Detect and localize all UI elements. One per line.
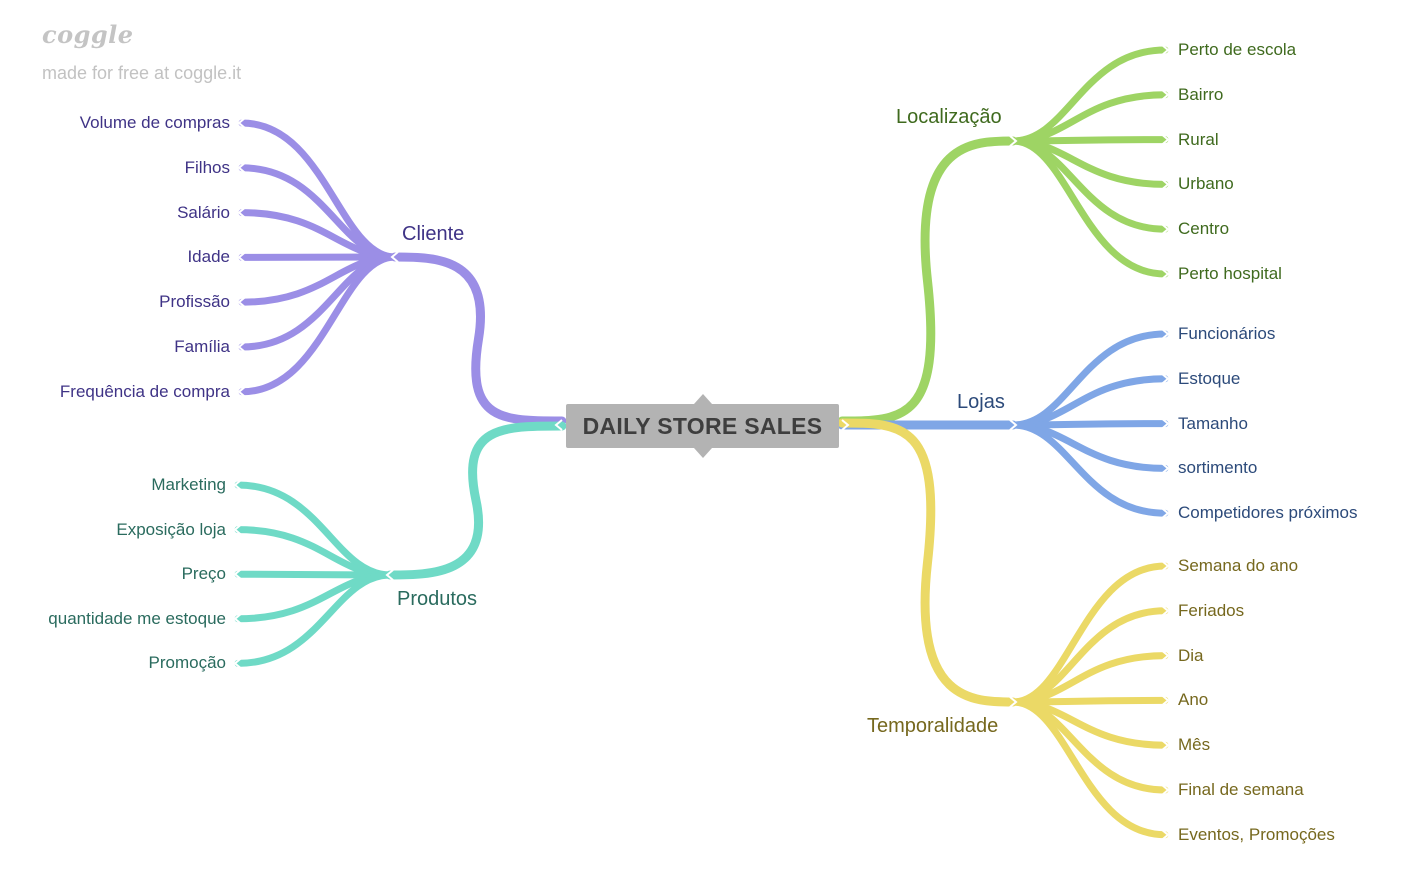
leaf-chevron-icon[interactable]	[1161, 44, 1170, 56]
leaf-chevron-icon[interactable]	[1161, 462, 1170, 475]
central-left-chevron-icon[interactable]	[554, 419, 563, 431]
collapse-down-icon[interactable]	[694, 448, 712, 458]
leaf-chevron-icon[interactable]	[237, 386, 246, 398]
leaf-node[interactable]: Família	[174, 337, 230, 356]
branch-connector-produtos	[385, 421, 567, 580]
leaf-chevron-icon[interactable]	[233, 479, 242, 491]
central-node-label: DAILY STORE SALES	[582, 412, 823, 439]
leaf-connector-0-6	[238, 253, 399, 396]
leaf-node[interactable]: Exposição loja	[116, 519, 226, 539]
leaf-chevron-icon[interactable]	[1161, 829, 1170, 841]
leaf-chevron-icon[interactable]	[1161, 328, 1170, 340]
leaf-node[interactable]: Eventos, Promoções	[1178, 824, 1335, 844]
branch-chevron-icon[interactable]	[390, 251, 399, 263]
collapse-up-icon[interactable]	[694, 394, 712, 404]
branch-chevron-icon[interactable]	[1009, 696, 1018, 708]
leaf-node[interactable]: Semana do ano	[1178, 556, 1299, 575]
central-node[interactable]: DAILY STORE SALES	[566, 404, 839, 448]
watermark-text: made for free at coggle.it	[42, 63, 242, 83]
leaf-chevron-icon[interactable]	[1161, 507, 1170, 519]
branch-node-produtos[interactable]: Produtos	[397, 588, 478, 610]
leaf-connector-1-4	[234, 571, 394, 667]
leaf-node[interactable]: Perto de escola	[1178, 40, 1297, 59]
branch-chevron-icon[interactable]	[1009, 135, 1018, 147]
leaf-chevron-icon[interactable]	[233, 657, 242, 670]
leaf-node[interactable]: Promoção	[148, 653, 226, 673]
leaf-node[interactable]: Dia	[1178, 645, 1204, 665]
leaf-chevron-icon[interactable]	[233, 523, 242, 536]
leaf-node[interactable]: Centro	[1178, 219, 1230, 239]
leaf-connector-2-5	[1009, 137, 1169, 278]
branch-connector-cliente	[390, 252, 567, 426]
branch-connector-localização	[837, 136, 1018, 426]
leaf-chevron-icon[interactable]	[1161, 605, 1170, 617]
leaf-node[interactable]: Rural	[1178, 129, 1219, 149]
leaf-node[interactable]: quantidade me estoque	[48, 608, 226, 628]
leaf-node[interactable]: Tamanho	[1178, 413, 1248, 433]
leaf-node[interactable]: Bairro	[1178, 84, 1224, 104]
leaf-chevron-icon[interactable]	[1161, 649, 1170, 662]
leaf-connector-3-4	[1009, 421, 1169, 517]
leaf-chevron-icon[interactable]	[233, 613, 242, 625]
leaf-chevron-icon[interactable]	[237, 251, 246, 264]
leaf-chevron-icon[interactable]	[1161, 694, 1170, 707]
leaf-chevron-icon[interactable]	[1161, 373, 1170, 385]
coggle-logo: coggle	[42, 20, 134, 49]
leaf-node[interactable]: Mês	[1178, 735, 1211, 755]
leaf-chevron-icon[interactable]	[1161, 178, 1170, 191]
leaf-node[interactable]: Idade	[187, 247, 230, 267]
leaf-chevron-icon[interactable]	[1161, 223, 1170, 235]
branch-connector-temporalidade	[837, 418, 1018, 707]
branch-node-cliente[interactable]: Cliente	[402, 223, 465, 245]
leaf-chevron-icon[interactable]	[237, 117, 246, 129]
leaf-chevron-icon[interactable]	[1161, 417, 1170, 430]
leaf-node[interactable]: Urbano	[1178, 174, 1234, 194]
branch-node-localização[interactable]: Localização	[896, 106, 1002, 128]
leaf-node[interactable]: Final de semana	[1178, 780, 1304, 799]
leaf-chevron-icon[interactable]	[237, 296, 246, 308]
leaf-chevron-icon[interactable]	[1161, 89, 1170, 101]
leaf-chevron-icon[interactable]	[1161, 784, 1170, 796]
leaf-chevron-icon[interactable]	[1161, 133, 1170, 146]
leaf-node[interactable]: Preço	[181, 564, 226, 584]
leaf-node[interactable]: Competidores próximos	[1178, 503, 1358, 523]
leaf-chevron-icon[interactable]	[237, 341, 246, 353]
leaf-connector-4-6	[1009, 698, 1169, 839]
leaf-chevron-icon[interactable]	[233, 568, 242, 580]
leaf-node[interactable]: Filhos	[184, 157, 230, 177]
leaf-node[interactable]: Marketing	[151, 475, 226, 494]
leaf-node[interactable]: Frequência de compra	[59, 381, 230, 401]
leaf-node[interactable]: Salário	[177, 202, 230, 222]
leaf-node[interactable]: Feriados	[1178, 600, 1245, 620]
branch-node-temporalidade[interactable]: Temporalidade	[867, 715, 999, 737]
leaf-chevron-icon[interactable]	[1161, 560, 1170, 572]
branch-chevron-icon[interactable]	[385, 569, 394, 581]
leaf-node[interactable]: Funcionários	[1178, 324, 1276, 343]
branch-chevron-icon[interactable]	[1009, 419, 1018, 431]
leaf-node[interactable]: Estoque	[1178, 368, 1241, 388]
leaf-chevron-icon[interactable]	[1161, 268, 1170, 280]
leaf-node[interactable]: Volume de compras	[79, 113, 230, 132]
leaf-node[interactable]: Perto hospital	[1178, 264, 1282, 283]
leaf-node[interactable]: sortimento	[1178, 458, 1258, 478]
leaf-chevron-icon[interactable]	[237, 162, 246, 174]
leaf-connector-4-0	[1009, 562, 1169, 706]
leaf-chevron-icon[interactable]	[1161, 739, 1170, 751]
branch-node-lojas[interactable]: Lojas	[957, 391, 1005, 413]
leaf-node[interactable]: Ano	[1178, 690, 1209, 710]
leaf-node[interactable]: Profissão	[159, 292, 230, 312]
leaf-chevron-icon[interactable]	[237, 206, 246, 219]
central-right-chevron-icon[interactable]	[841, 419, 850, 431]
leaf-connector-0-0	[238, 119, 399, 261]
